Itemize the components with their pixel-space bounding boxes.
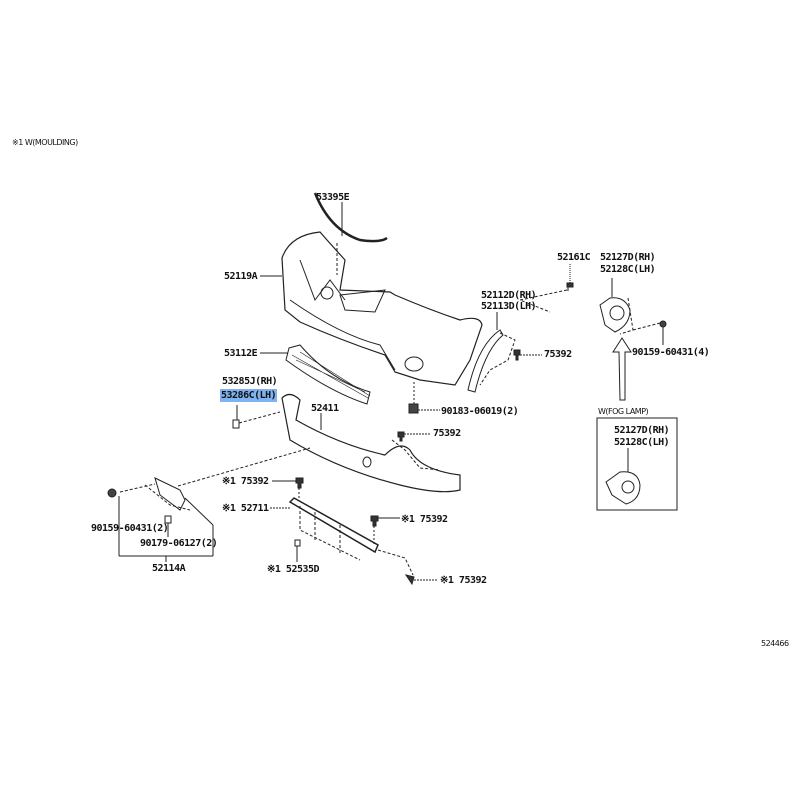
nut-icon: [164, 515, 172, 524]
screw-icon: [566, 282, 574, 291]
part-label-52128c[interactable]: 52128C(LH): [600, 264, 656, 275]
part-label-52127d[interactable]: 52127D(RH): [600, 252, 656, 263]
absorber-part: [281, 393, 461, 493]
clip-icon: [295, 477, 304, 489]
part-label-75392-d[interactable]: ※1 75392: [401, 514, 448, 525]
part-label-90179[interactable]: 90179-06127(2): [140, 538, 218, 549]
part-label-52114a[interactable]: 52114A: [152, 563, 186, 574]
legend-note: ※1 W(MOULDING): [12, 138, 78, 147]
part-label-90159-4[interactable]: 90159-60431(4): [632, 347, 710, 358]
part-label-75392-e[interactable]: ※1 75392: [440, 575, 487, 586]
part-label-75392-b[interactable]: 75392: [433, 428, 461, 439]
part-label-90159-2[interactable]: 90159-60431(2): [91, 523, 169, 534]
part-label-53112e[interactable]: 53112E: [224, 348, 258, 359]
bumper-cover-part: [281, 231, 483, 386]
arrow-icon: [612, 337, 632, 401]
fog-lamp-box: [596, 417, 678, 511]
clip-icon: [404, 574, 415, 586]
clip-icon: [513, 349, 521, 361]
fog-box-label-lh[interactable]: 52128C(LH): [614, 437, 670, 448]
fender-liner-part: [467, 329, 504, 393]
nut-icon: [408, 403, 419, 414]
bolt-icon: [107, 488, 117, 498]
fog-lamp-title: W(FOG LAMP): [598, 407, 649, 416]
moulding-part: [313, 192, 388, 243]
diagram-number: 524466: [761, 639, 789, 648]
clip-icon: [294, 539, 301, 547]
grille-part: [285, 344, 371, 405]
part-label-52119a[interactable]: 52119A: [224, 271, 258, 282]
part-label-52411[interactable]: 52411: [311, 403, 339, 414]
license-bracket-part: [154, 477, 186, 511]
part-label-75392-c[interactable]: ※1 75392: [222, 476, 269, 487]
fog-cover-part: [599, 297, 631, 333]
part-label-53285j[interactable]: 53285J(RH): [222, 376, 278, 387]
part-label-53286c-selected[interactable]: 53286C(LH): [220, 389, 278, 402]
bolt-icon: [659, 320, 667, 328]
part-label-52112d[interactable]: 52112D(RH): [481, 290, 537, 301]
fog-box-label-rh[interactable]: 52127D(RH): [614, 425, 670, 436]
part-label-53395e[interactable]: 53395E: [316, 192, 350, 203]
part-label-75392[interactable]: 75392: [544, 349, 572, 360]
seal-icon: [232, 419, 240, 429]
part-label-52535d[interactable]: ※1 52535D: [267, 564, 320, 575]
part-label-52161c[interactable]: 52161C: [557, 252, 591, 263]
lower-moulding-part: [288, 497, 379, 554]
part-label-52711[interactable]: ※1 52711: [222, 503, 269, 514]
part-label-90183[interactable]: 90183-06019(2): [441, 406, 519, 417]
part-label-52113d[interactable]: 52113D(LH): [481, 301, 537, 312]
clip-icon: [370, 515, 379, 527]
clip-icon: [397, 431, 405, 442]
